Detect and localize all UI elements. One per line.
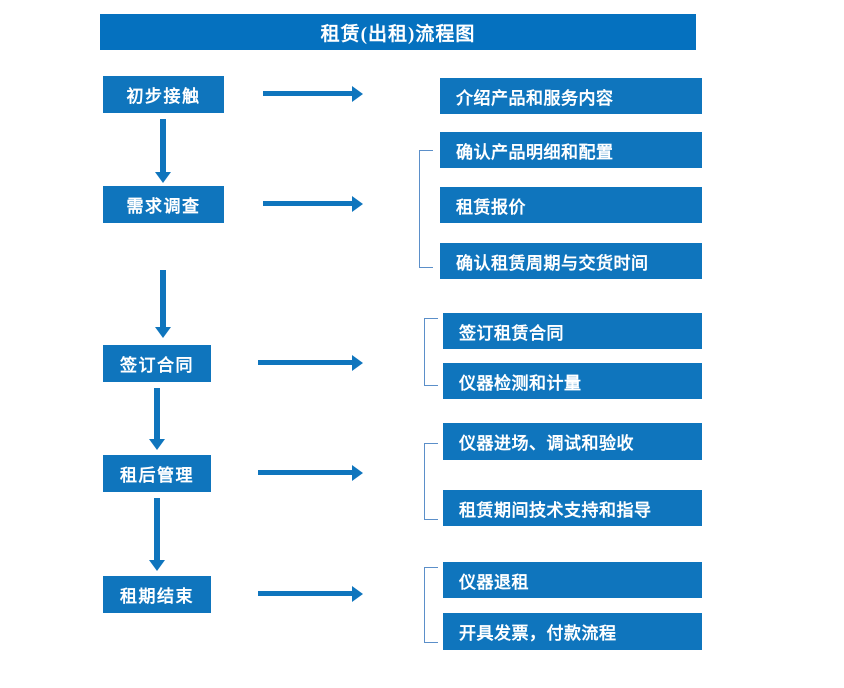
right-arrow-2 [263,195,363,213]
right-arrow-3 [258,354,363,372]
stage-box-4[interactable]: 租后管理 [103,455,211,492]
stage-box-5[interactable]: 租期结束 [103,576,211,613]
group-bracket-2 [424,318,438,386]
detail-box-7[interactable]: 仪器进场、调试和验收 [443,423,702,460]
stage-box-2[interactable]: 需求调查 [103,186,224,223]
detail-box-6[interactable]: 仪器检测和计量 [443,363,702,399]
detail-box-5[interactable]: 签订租赁合同 [443,313,702,349]
down-arrow-2-to-3 [154,270,172,338]
right-arrow-4 [258,464,363,482]
detail-box-4[interactable]: 确认租赁周期与交货时间 [440,243,702,279]
detail-box-10[interactable]: 开具发票，付款流程 [443,613,702,650]
detail-box-9[interactable]: 仪器退租 [443,562,702,598]
group-bracket-4 [424,567,438,643]
detail-box-2[interactable]: 确认产品明细和配置 [440,132,702,168]
stage-box-1[interactable]: 初步接触 [103,76,224,113]
right-arrow-5 [258,585,363,603]
group-bracket-3 [424,443,438,520]
detail-box-8[interactable]: 租赁期间技术支持和指导 [443,490,702,526]
detail-box-3[interactable]: 租赁报价 [440,187,702,223]
detail-box-1[interactable]: 介绍产品和服务内容 [440,78,702,114]
group-bracket-1 [419,150,433,268]
down-arrow-3-to-4 [148,388,166,450]
down-arrow-4-to-5 [148,498,166,571]
page-title: 租赁(出租)流程图 [100,14,696,50]
down-arrow-1-to-2 [154,119,172,183]
right-arrow-1 [263,85,363,103]
stage-box-3[interactable]: 签订合同 [103,345,211,382]
